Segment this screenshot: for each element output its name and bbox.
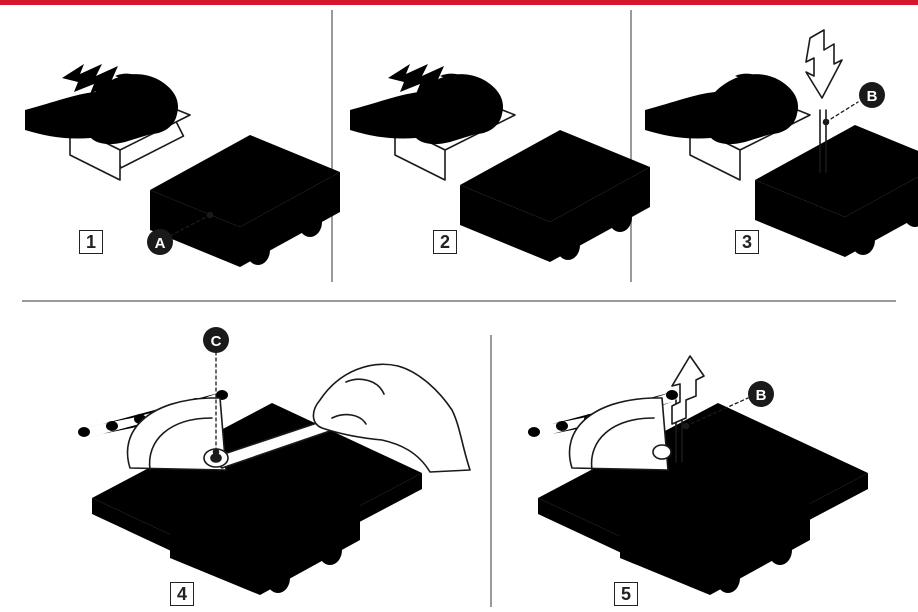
svg-text:C: C: [211, 333, 222, 350]
divider-v-3: [490, 335, 492, 607]
svg-text:B: B: [756, 387, 767, 404]
panel-2-illustration: [350, 64, 650, 262]
callout-A: A: [147, 229, 173, 255]
callout-B-step3: B: [859, 82, 885, 108]
divider-v-1: [331, 10, 333, 282]
panel-4-illustration: [72, 351, 471, 595]
divider-h: [22, 300, 896, 302]
callout-C: C: [203, 327, 229, 353]
step-number-2: 2: [433, 230, 457, 254]
step-number-4: 4: [170, 582, 194, 606]
svg-text:A: A: [155, 235, 166, 252]
divider-v-2: [630, 10, 632, 282]
panel-3-illustration: [645, 29, 918, 257]
panel-5-illustration: [522, 355, 868, 595]
top-accent-bar: [0, 0, 918, 5]
callout-B-step5: B: [748, 381, 774, 407]
step-number-5: 5: [614, 582, 638, 606]
panel-1-illustration: [25, 64, 340, 267]
step-number-1: 1: [79, 230, 103, 254]
svg-text:B: B: [867, 88, 878, 105]
step-number-3: 3: [735, 230, 759, 254]
